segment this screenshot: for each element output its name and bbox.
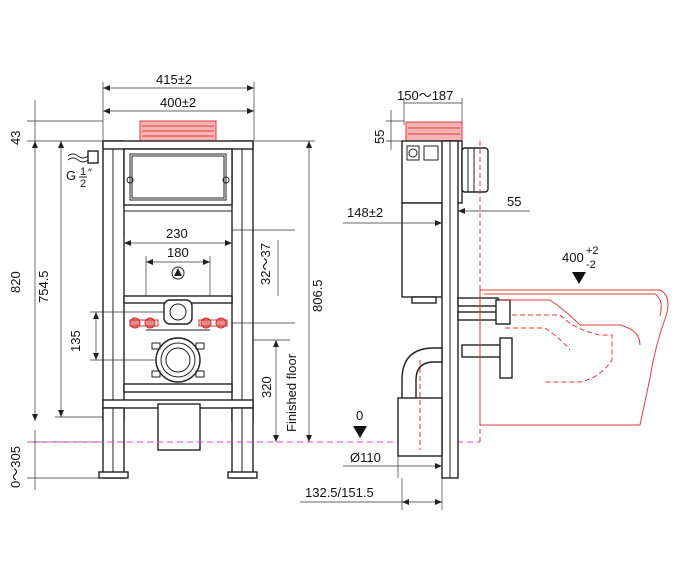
level-triangle-icon xyxy=(353,426,367,438)
dim-55-right: 55 xyxy=(507,194,521,209)
inlet-frac-num: 1 xyxy=(80,166,86,178)
dim-32-37: 32～37 xyxy=(258,243,273,285)
dim-depth-range: 150～187 xyxy=(397,88,453,103)
bowl-tol-plus: +2 xyxy=(586,245,599,257)
bowl-tol-minus: -2 xyxy=(586,259,596,271)
dim-148: 148±2 xyxy=(347,205,383,220)
dim-320: 320 xyxy=(259,376,274,398)
dim-135: 135 xyxy=(68,330,83,352)
toilet-bowl xyxy=(479,289,669,426)
inlet-inch: ″ xyxy=(88,167,92,179)
dim-55-top: 55 xyxy=(372,130,387,144)
front-view: 415±2 400±2 G 1 2 ″ xyxy=(8,72,325,490)
flush-valve-icon xyxy=(171,266,185,280)
dim-180: 180 xyxy=(167,245,189,260)
side-view: 150～187 55 148±2 55 xyxy=(300,88,669,510)
dim-width-inner: 400±2 xyxy=(160,95,196,110)
dim-754: 754.5 xyxy=(36,270,51,303)
inlet-frac-den: 2 xyxy=(80,178,86,190)
dim-43: 43 xyxy=(8,131,23,145)
dim-230: 230 xyxy=(166,226,188,241)
cistern-window xyxy=(123,148,233,206)
pipe-diameter: Ø110 xyxy=(350,450,381,465)
bowl-level-triangle-icon xyxy=(572,272,586,284)
drain-stub xyxy=(157,403,201,451)
finished-floor-label: Finished floor xyxy=(284,353,299,432)
bowl-height: 400 xyxy=(562,250,584,265)
inlet-label: G xyxy=(66,168,76,183)
dim-bottom-range: 132.5/151.5 xyxy=(305,485,374,500)
dim-806: 806.5 xyxy=(310,279,325,312)
zero-label: 0 xyxy=(356,408,363,423)
waste-outlet xyxy=(151,337,205,383)
left-bolt xyxy=(129,317,159,329)
dim-820: 820 xyxy=(8,271,23,293)
right-bolt xyxy=(198,317,228,329)
dim-width-outer: 415±2 xyxy=(156,72,192,87)
dim-leg-range: 0～305 xyxy=(8,446,23,488)
